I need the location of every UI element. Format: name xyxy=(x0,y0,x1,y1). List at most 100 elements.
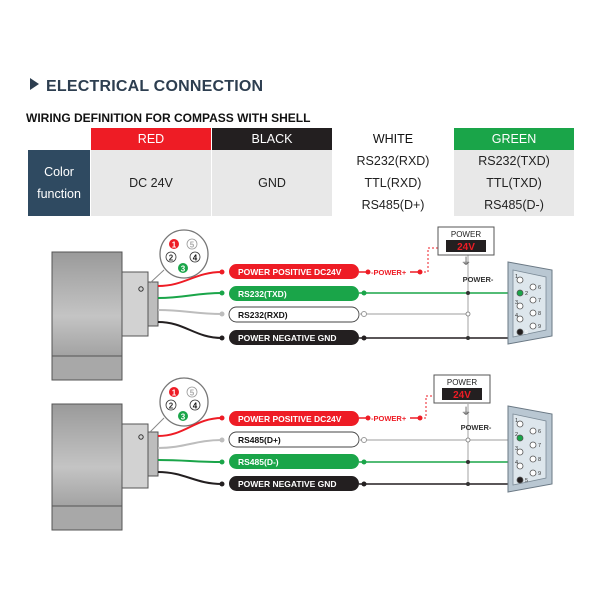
wire-end-dot xyxy=(219,269,225,275)
wire-label-power-positive: POWER POSITIVE DC24V xyxy=(238,414,342,424)
cell-line: TTL(RXD) xyxy=(364,176,422,190)
pin-4-label: 4 xyxy=(193,254,198,263)
db9-pin xyxy=(529,469,537,477)
wiring-subtitle: WIRING DEFINITION FOR COMPASS WITH SHELL xyxy=(26,111,311,125)
pin-3-dot xyxy=(178,263,188,273)
power-supply-box: POWER 24V ⏚ POWER- xyxy=(433,374,492,432)
pin-3-dot xyxy=(178,411,188,421)
db9-pin xyxy=(529,283,537,291)
wire-bundle xyxy=(157,269,225,341)
db9-pin-label: 7 xyxy=(538,298,541,304)
wire-labels: POWER POSITIVE DC24V RS232(TXD) RS232(RX… xyxy=(228,264,360,345)
junction-dot xyxy=(466,291,470,295)
db9-pin-label: 1 xyxy=(515,418,518,424)
cell-line: GND xyxy=(258,176,286,190)
screw-icon xyxy=(138,434,144,440)
db9-pin-label: 3 xyxy=(515,446,518,452)
db9-pin xyxy=(529,455,537,463)
wire-end-dot xyxy=(361,437,367,443)
junction-dot xyxy=(466,482,470,486)
connector-plug xyxy=(121,271,149,337)
db9-pin-label: 3 xyxy=(515,300,518,306)
db9-pin xyxy=(529,309,537,317)
wiring-diagram-rs485: 1 5 2 4 3 POWER POSITIVE DC24V RS485(D+) xyxy=(51,374,553,531)
wire-label-pill-black xyxy=(229,330,359,345)
db9-pin-label: 2 xyxy=(525,291,528,297)
power-positive-label: -POWER+ xyxy=(371,414,407,423)
cable-sleeve xyxy=(147,281,159,327)
pin-5-label: 5 xyxy=(190,389,195,398)
wire-end-dot xyxy=(361,481,367,487)
power-voltage: 24V xyxy=(453,390,471,401)
db9-pin-label: 2 xyxy=(515,432,518,438)
pin-1-dot xyxy=(169,387,179,397)
table-corner-cell xyxy=(28,128,90,150)
db9-pin xyxy=(516,448,524,456)
db9-pin xyxy=(516,315,524,323)
db9-pin xyxy=(516,420,524,428)
wire-white xyxy=(157,309,223,315)
db9-pin-label: 9 xyxy=(538,324,541,330)
power-positive-label: -POWER+ xyxy=(371,268,407,277)
pin-4-dot xyxy=(189,251,201,263)
wire-end-dot xyxy=(361,311,367,317)
wire-end-dot xyxy=(361,335,367,341)
pin-5-label: 5 xyxy=(190,241,195,250)
pin-1-label: 1 xyxy=(172,241,177,250)
pin-5-dot xyxy=(186,238,198,250)
wire-label-rs485-dplus: RS485(D+) xyxy=(238,435,281,445)
pin-1-dot xyxy=(169,239,179,249)
power-box-title: POWER xyxy=(447,378,477,387)
triangle-bullet-icon xyxy=(30,78,39,90)
wire-end-dot xyxy=(219,335,225,341)
db9-pin xyxy=(516,302,524,310)
db9-connector: 1 6 2 7 3 8 4 9 5 xyxy=(507,261,553,345)
wire-end-dot xyxy=(219,290,225,296)
cell-green-function: RS232(TXD) TTL(TXD) RS485(D-) xyxy=(453,150,574,216)
cable-sleeve xyxy=(147,431,159,477)
db9-pin-label: 5 xyxy=(525,330,528,336)
pin-5-dot xyxy=(186,386,198,398)
junction-dot xyxy=(465,311,471,317)
column-header-green: GREEN xyxy=(453,128,574,150)
power-voltage: 24V xyxy=(457,242,475,253)
wire-end-dot xyxy=(219,481,225,487)
wire-label-rs232-txd: RS232(TXD) xyxy=(238,289,287,299)
db9-connector: 1 6 2 7 3 8 4 9 5 xyxy=(507,405,553,493)
wiring-diagram-rs232: 1 5 2 4 3 POWER POSITIVE DC24V RS xyxy=(51,226,553,381)
screw-icon xyxy=(138,286,144,292)
power-negative-label: POWER- xyxy=(461,423,492,432)
wire-bundle xyxy=(157,415,225,487)
db9-pin xyxy=(516,476,524,484)
ground-icon: ⏚ xyxy=(461,256,471,268)
cell-line: TTL(TXD) xyxy=(486,176,542,190)
power-box-title: POWER xyxy=(451,230,481,239)
cell-line: DC 24V xyxy=(129,176,173,190)
row-label-line: function xyxy=(37,187,81,201)
db9-pin-label: 1 xyxy=(515,274,518,280)
db9-pin xyxy=(529,441,537,449)
pin-2-dot xyxy=(165,251,177,263)
row-label: Color function xyxy=(28,150,90,216)
db9-pin xyxy=(529,296,537,304)
wire-end-dot xyxy=(219,459,225,465)
wire-green xyxy=(157,459,223,463)
wire-label-power-negative: POWER NEGATIVE GND xyxy=(238,333,337,343)
wire-white xyxy=(157,439,223,449)
wire-label-pill-black xyxy=(229,476,359,491)
wire-end-dot xyxy=(365,415,371,421)
power-supply-box: POWER 24V ⏚ POWER- xyxy=(437,226,495,284)
wire-end-dot xyxy=(361,290,367,296)
power-display xyxy=(442,388,482,400)
db9-pin-label: 8 xyxy=(538,311,541,317)
wire-green xyxy=(157,292,223,299)
junction-dot xyxy=(466,460,470,464)
wire-end-dot xyxy=(219,437,225,443)
db9-pin xyxy=(529,322,537,330)
db9-pin-label: 4 xyxy=(515,460,518,466)
callout-line xyxy=(149,417,165,433)
pin-3-label: 3 xyxy=(181,413,186,422)
row-label-line: Color xyxy=(44,165,74,179)
wire-end-dot xyxy=(219,415,225,421)
